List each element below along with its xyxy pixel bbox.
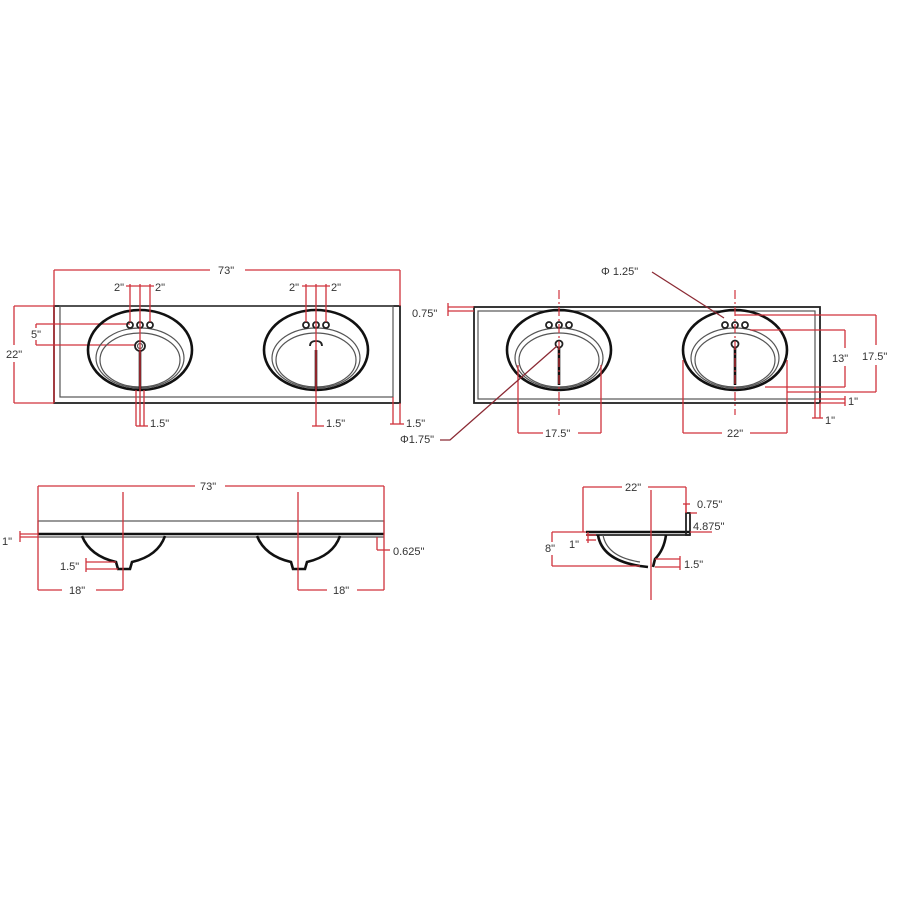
label-backsplash-gap-1: 1.5" (150, 418, 169, 430)
label-drain-diameter: Φ1.75" (400, 434, 434, 446)
label-backsplash-top: 0.75" (697, 499, 722, 511)
dimension-overall-width: 73" (53, 265, 401, 403)
label-front-drain-height: 1.5" (60, 561, 79, 573)
front-view: 73" 1" 1.5" 0.625" 18" 18" (2, 481, 425, 597)
top-view-right: 0.75" 17.5" Φ1.75" (400, 266, 887, 446)
label-front-overall-width: 73" (200, 481, 216, 493)
label-hole-spacing-left: 2" (114, 282, 124, 294)
label-faucet-to-drain: 5" (31, 329, 41, 341)
side-view: 22" 0.75" 4.875" 8" 1" 1.5" (545, 482, 725, 600)
label-edge-lip: 0.625" (393, 546, 425, 558)
sink-a-top: 17.5" Φ1.75" (400, 290, 613, 446)
countertop-outline-right (473, 306, 821, 404)
dimension-front-offsets: 1" 1" (812, 396, 858, 427)
sink-1-top: 2" 2" 1.5" (86, 282, 194, 430)
label-backsplash-thickness: 0.75" (412, 308, 437, 320)
label-hole-spacing-left-2: 2" (289, 282, 299, 294)
label-backsplash-gap-2: 1.5" (326, 418, 345, 430)
label-basin-width: 17.5" (545, 428, 570, 440)
label-backsplash-height: 4.875" (693, 521, 725, 533)
label-overall-width: 73" (218, 265, 234, 277)
dimension-basin-depths: 13" 17.5" (735, 314, 887, 393)
label-front-top-thickness: 1" (2, 536, 12, 548)
countertop-inner-edge (59, 305, 394, 398)
label-side-bowl-depth: 8" (545, 543, 555, 555)
bowl-profile-side (596, 534, 649, 569)
dimension-faucet-to-drain: 5" (31, 323, 136, 346)
label-bowl-depth: 17.5" (862, 351, 887, 363)
countertop-front (37, 520, 385, 535)
label-side-edge: 1.5" (406, 418, 425, 430)
label-left-center: 18" (69, 585, 85, 597)
label-depth: 22" (6, 349, 22, 361)
label-faucet-hole-diameter: Φ 1.25" (601, 266, 638, 278)
label-front-offset-1: 1" (848, 396, 858, 408)
label-side-depth: 22" (625, 482, 641, 494)
label-right-center: 18" (333, 585, 349, 597)
label-basin-depth: 13" (832, 353, 848, 365)
top-view-left: 73" 22" 5" (6, 265, 425, 430)
bowl-profile-right (255, 535, 342, 571)
label-bowl-width: 22" (727, 428, 743, 440)
bowl-profile-left (80, 535, 167, 571)
sink-b-top: 22" Φ 1.25" (601, 266, 789, 440)
sink-2-top: 2" 2" 1.5" (262, 282, 370, 430)
dimension-backsplash-thickness: 0.75" (412, 303, 474, 320)
label-front-offset-2: 1" (825, 415, 835, 427)
countertop-inner-edge-right (477, 310, 816, 400)
dimension-side-edge: 1.5" (390, 397, 425, 430)
label-hole-spacing-right: 2" (155, 282, 165, 294)
backsplash (685, 512, 691, 536)
label-side-drain-height: 1.5" (684, 559, 703, 571)
label-hole-spacing-right-2: 2" (331, 282, 341, 294)
dimension-depth: 22" (6, 305, 54, 404)
label-side-top-thickness: 1" (569, 539, 579, 551)
